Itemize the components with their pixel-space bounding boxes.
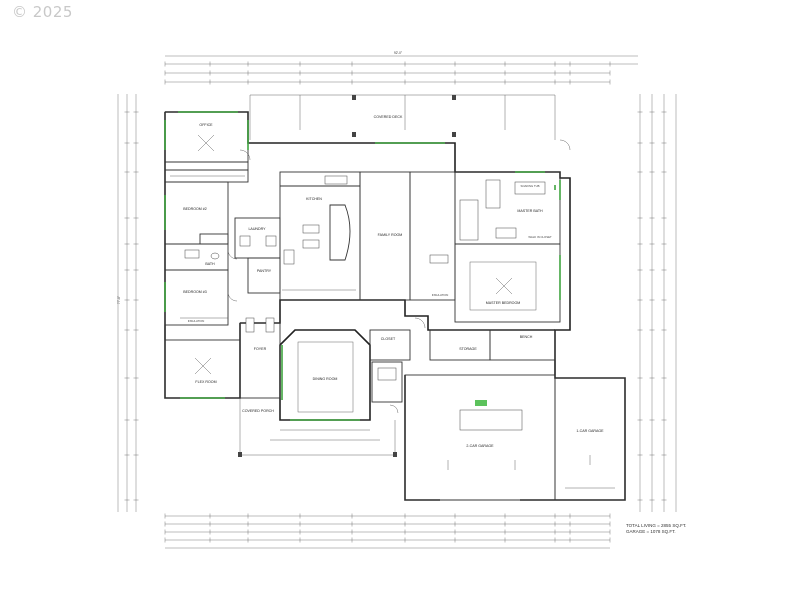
two-car-garage-label: 2-CAR GARAGE (466, 444, 494, 448)
laundry-label: LAUNDRY (248, 227, 266, 231)
foyer-label: FOYER (254, 347, 267, 351)
walk-in-closet-label: WALK IN CLOSET (528, 235, 552, 239)
window-marks (281, 185, 556, 400)
dining-room (279, 329, 371, 421)
closet-label: CLOSET (381, 337, 396, 341)
dimension-lines-top (165, 55, 638, 83)
master-bedroom-label: MASTER BEDROOM (486, 301, 521, 305)
mudroom-strip (369, 329, 556, 403)
hall-closets (164, 161, 249, 183)
master-bath-label: MASTER BATH (517, 209, 543, 213)
garage-total-text: GARAGE = 1078 SQ.FT. (626, 529, 676, 534)
pantry-room (247, 257, 281, 294)
bedroom-2-room (164, 181, 229, 245)
overall-depth-dimension: 77'-0" (117, 296, 121, 304)
bedroom-3-insulation-label: INSULATION (188, 319, 205, 323)
dimension-lines-right (639, 94, 677, 512)
covered-deck-label: COVERED DECK (374, 115, 403, 119)
two-car-garage (404, 374, 556, 501)
family-room-label: FAMILY ROOM (378, 233, 403, 237)
foyer-area (239, 317, 281, 399)
family-insulation-label: INSULATION (432, 293, 449, 297)
bench-label: BENCH (520, 335, 533, 339)
laundry-room (234, 217, 281, 259)
hall-bath (164, 243, 229, 271)
dimension-lines-left (117, 94, 137, 512)
family-room (359, 142, 456, 301)
bedroom-2-label: BEDROOM #2 (183, 207, 207, 211)
bedroom-3-room (164, 269, 229, 326)
office-label: OFFICE (199, 123, 213, 127)
one-car-garage-label: 1-CAR GARAGE (576, 429, 604, 433)
flex-room-label: FLEX ROOM (195, 380, 216, 384)
soaking-tub-label: SOAKING TUB (520, 184, 539, 188)
overall-width-dimension: 92'-0" (394, 51, 402, 55)
flex-room (164, 339, 241, 399)
dining-room-label: DINING ROOM (313, 377, 338, 381)
master-bedroom-room (454, 243, 561, 323)
hall-bath-label: BATH (205, 262, 215, 266)
covered-porch-label: COVERED PORCH (242, 409, 274, 413)
totals-block: TOTAL LIVING = 2855 SQ.FT. GARAGE = 1078… (626, 523, 686, 535)
covered-deck-area (249, 94, 556, 140)
kitchen-room (279, 171, 361, 301)
one-car-garage (554, 377, 626, 501)
bedroom-3-label: BEDROOM #3 (183, 290, 207, 294)
dimension-lines-bottom (165, 515, 610, 549)
door-swings (227, 139, 571, 414)
pantry-label: PANTRY (257, 269, 272, 273)
dimension-ticks (124, 61, 667, 543)
storage-label: STORAGE (459, 347, 477, 351)
covered-porch-area (238, 398, 397, 457)
kitchen-label: KITCHEN (306, 197, 322, 201)
master-bath-room (454, 171, 561, 245)
total-living-text: TOTAL LIVING = 2855 SQ.FT. (626, 523, 687, 528)
office-room (164, 111, 249, 163)
watermark: © 2025 (12, 3, 73, 21)
